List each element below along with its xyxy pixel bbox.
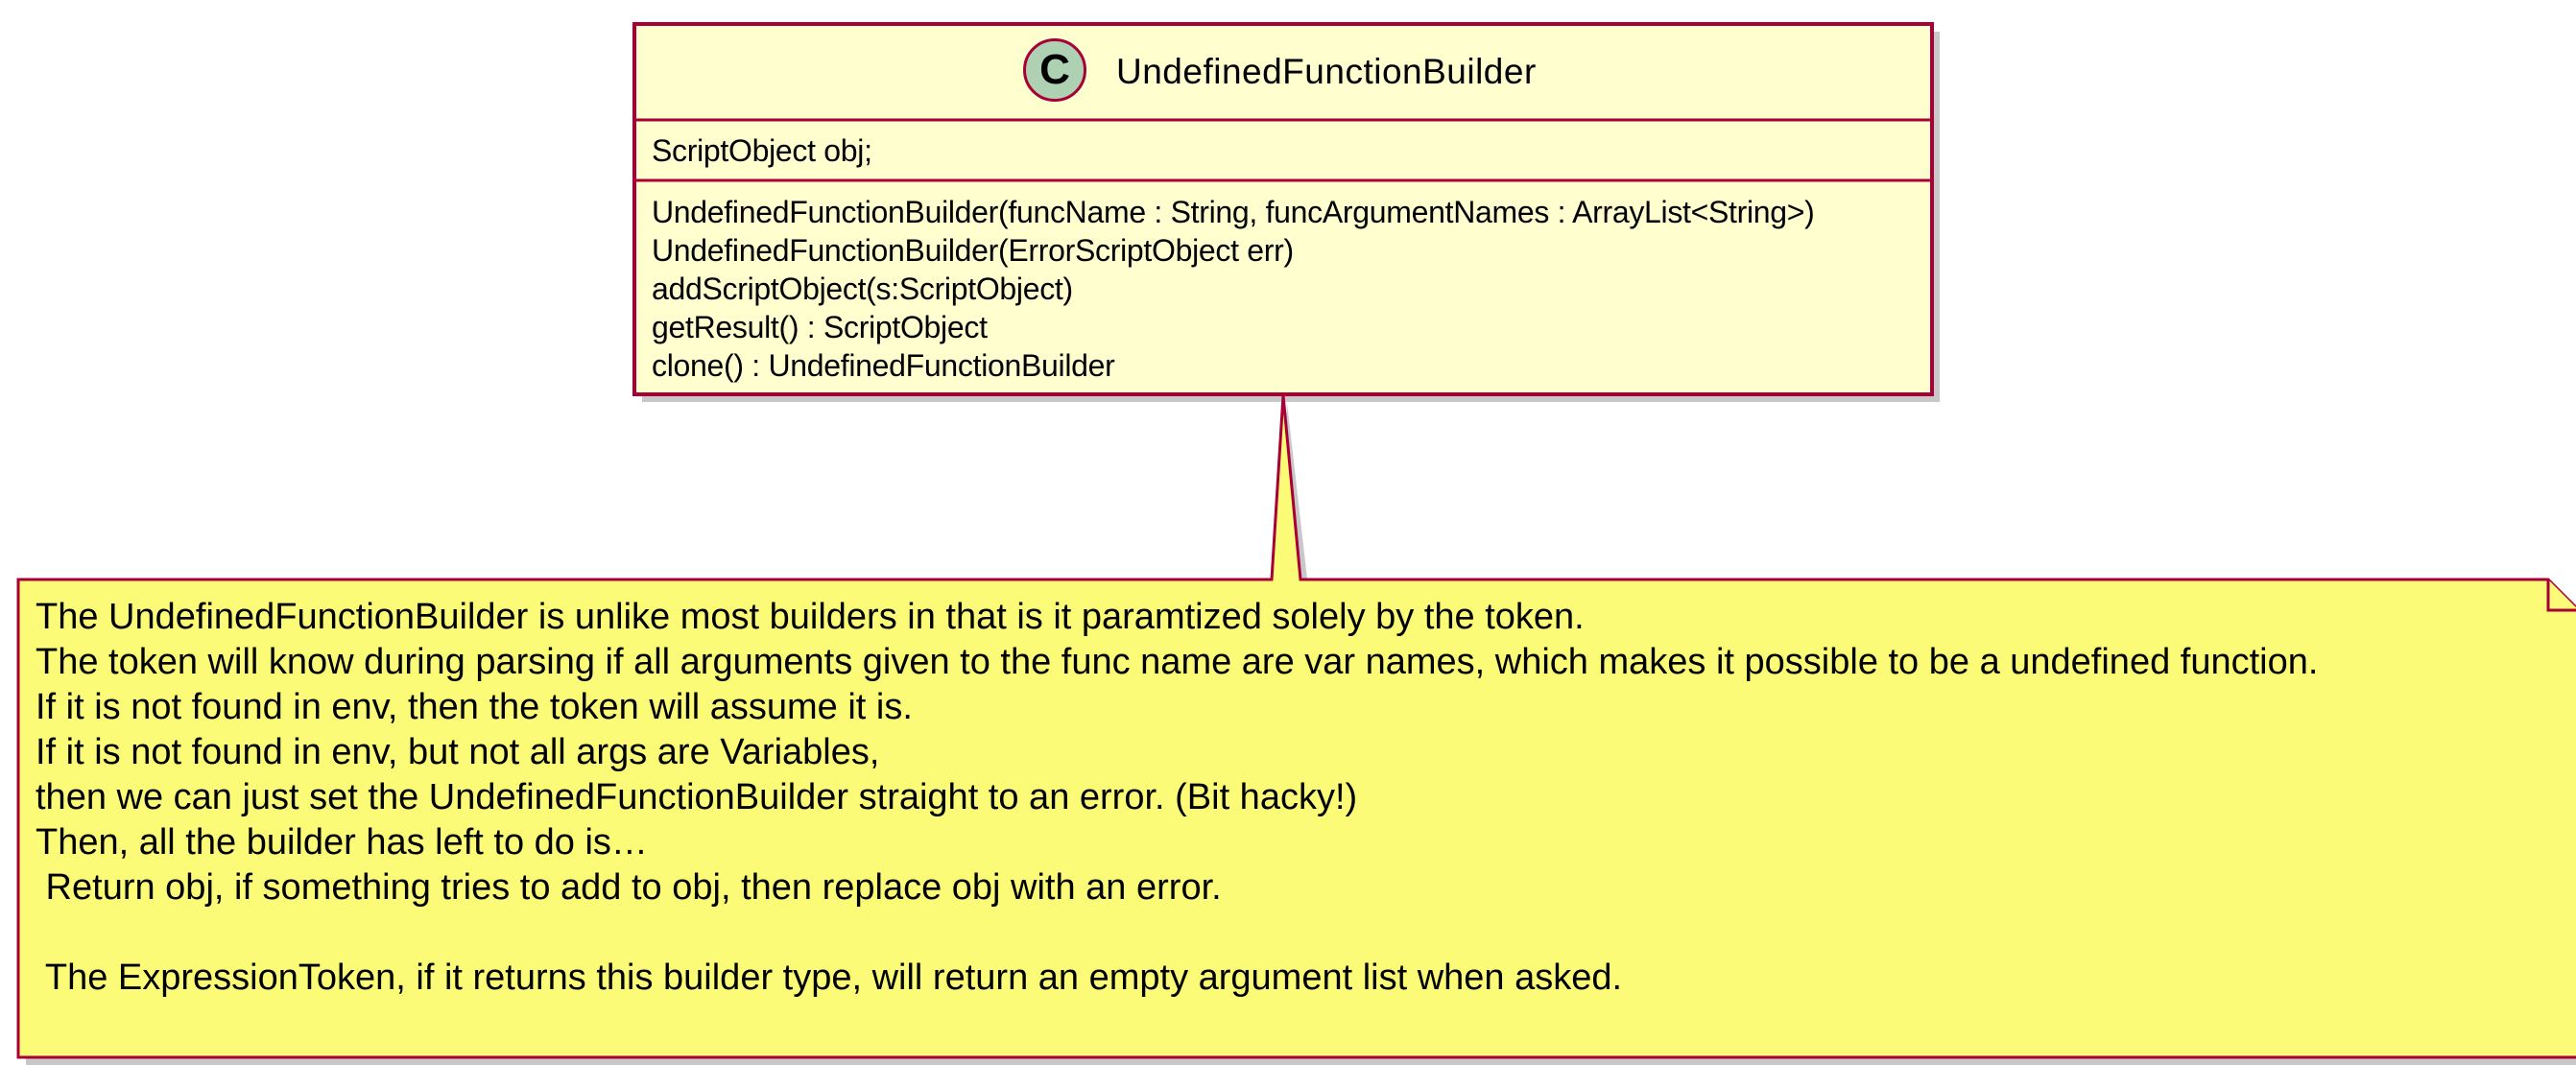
note-line: The ExpressionToken, if it returns this … — [36, 958, 1623, 998]
class-method: addScriptObject(s:ScriptObject) — [652, 272, 1073, 306]
note-line: The token will know during parsing if al… — [36, 642, 2319, 682]
note-text: The UndefinedFunctionBuilder is unlike m… — [36, 595, 2512, 1001]
note-line: Return obj, if something tries to add to… — [36, 867, 1222, 908]
note-line — [36, 911, 2512, 956]
note-line: If it is not found in env, then the toke… — [36, 687, 913, 727]
class-undefined-function-builder: C UndefinedFunctionBuilder ScriptObject … — [634, 24, 1932, 394]
class-method: getResult() : ScriptObject — [652, 310, 988, 344]
class-box-frame — [632, 22, 1934, 396]
note-line: If it is not found in env, but not all a… — [36, 732, 880, 772]
class-method: UndefinedFunctionBuilder(funcName : Stri… — [652, 195, 1815, 229]
class-fields: ScriptObject obj; — [652, 131, 1915, 170]
class-field: ScriptObject obj; — [652, 133, 872, 168]
class-methods: UndefinedFunctionBuilder(funcName : Stri… — [652, 193, 1915, 385]
note-line: then we can just set the UndefinedFuncti… — [36, 777, 1358, 817]
class-name: UndefinedFunctionBuilder — [1116, 52, 1537, 91]
note-folded-corner — [2546, 579, 2576, 612]
class-method: UndefinedFunctionBuilder(ErrorScriptObje… — [652, 233, 1294, 268]
class-stereotype-icon: C — [1023, 38, 1086, 102]
note-line: Then, all the builder has left to do is… — [36, 822, 648, 863]
note-line: The UndefinedFunctionBuilder is unlike m… — [36, 597, 1585, 637]
class-method: clone() : UndefinedFunctionBuilder — [652, 348, 1115, 383]
class-header: C UndefinedFunctionBuilder — [634, 24, 1932, 120]
